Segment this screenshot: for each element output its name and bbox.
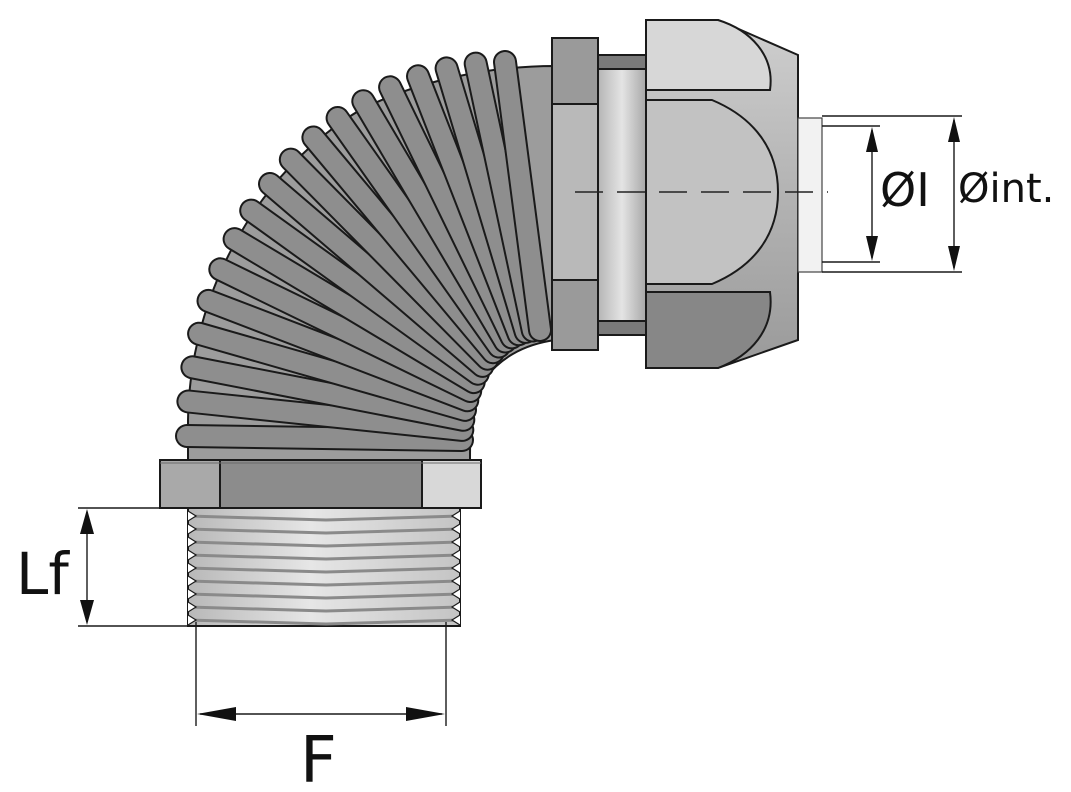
thread-groove bbox=[187, 553, 461, 561]
thread-notch-right bbox=[450, 510, 461, 522]
right-hex-nut bbox=[551, 37, 599, 351]
thread-notch-right bbox=[450, 601, 461, 613]
pipe-outlet bbox=[797, 117, 823, 273]
thread-notch-right bbox=[450, 523, 461, 535]
coil-turn bbox=[495, 52, 550, 340]
thread-notch-right bbox=[450, 549, 461, 561]
dimension-inner-diameter bbox=[822, 125, 880, 263]
coil-turn bbox=[241, 200, 488, 384]
thread-size-label: F bbox=[300, 724, 337, 792]
thread-notch-left bbox=[187, 510, 198, 522]
thread-groove bbox=[187, 527, 461, 535]
thread-groove bbox=[187, 514, 461, 522]
thread-groove bbox=[187, 618, 461, 626]
internal-diameter-label: Øint. bbox=[958, 166, 1054, 212]
bottom-hex-nut bbox=[159, 459, 482, 509]
thread-groove bbox=[187, 540, 461, 548]
coil-turn bbox=[189, 323, 475, 420]
dimension-internal-diameter bbox=[822, 115, 962, 273]
thread-notch-left bbox=[187, 575, 198, 587]
thread-groove bbox=[187, 592, 461, 600]
thread-grooves bbox=[187, 510, 461, 626]
thread-groove bbox=[187, 566, 461, 574]
coil-turn bbox=[280, 149, 498, 369]
ferrule-collar bbox=[597, 54, 647, 336]
thread-notch-left bbox=[187, 523, 198, 535]
coil-turn bbox=[198, 290, 478, 411]
thread-notch-left bbox=[187, 588, 198, 600]
thread-notch-right bbox=[450, 588, 461, 600]
thread-notch-left bbox=[187, 601, 198, 613]
thread-notch-right bbox=[450, 562, 461, 574]
dimension-thread-length bbox=[78, 507, 200, 627]
end-cap-nut bbox=[645, 19, 799, 369]
thread-notch-left bbox=[187, 549, 198, 561]
coil-turn bbox=[182, 357, 474, 430]
thread-groove bbox=[187, 605, 461, 613]
dimension-thread-size bbox=[195, 622, 447, 726]
thread-notch-left bbox=[187, 562, 198, 574]
inner-diameter-label: ØI bbox=[880, 163, 930, 217]
thread-length-label: Lf bbox=[16, 540, 70, 608]
thread-notch-right bbox=[450, 575, 461, 587]
coil-turn bbox=[177, 426, 472, 450]
threaded-spigot bbox=[187, 507, 461, 627]
coil-turn bbox=[178, 391, 473, 440]
thread-notch-left bbox=[187, 536, 198, 548]
thread-notch-right bbox=[450, 614, 461, 626]
coil-turn bbox=[224, 229, 484, 393]
coil-turn bbox=[260, 174, 493, 376]
coil-turn bbox=[210, 259, 481, 401]
thread-notch-right bbox=[450, 536, 461, 548]
hose-coils bbox=[175, 50, 552, 452]
thread-notch-left bbox=[187, 614, 198, 626]
thread-groove bbox=[187, 579, 461, 587]
